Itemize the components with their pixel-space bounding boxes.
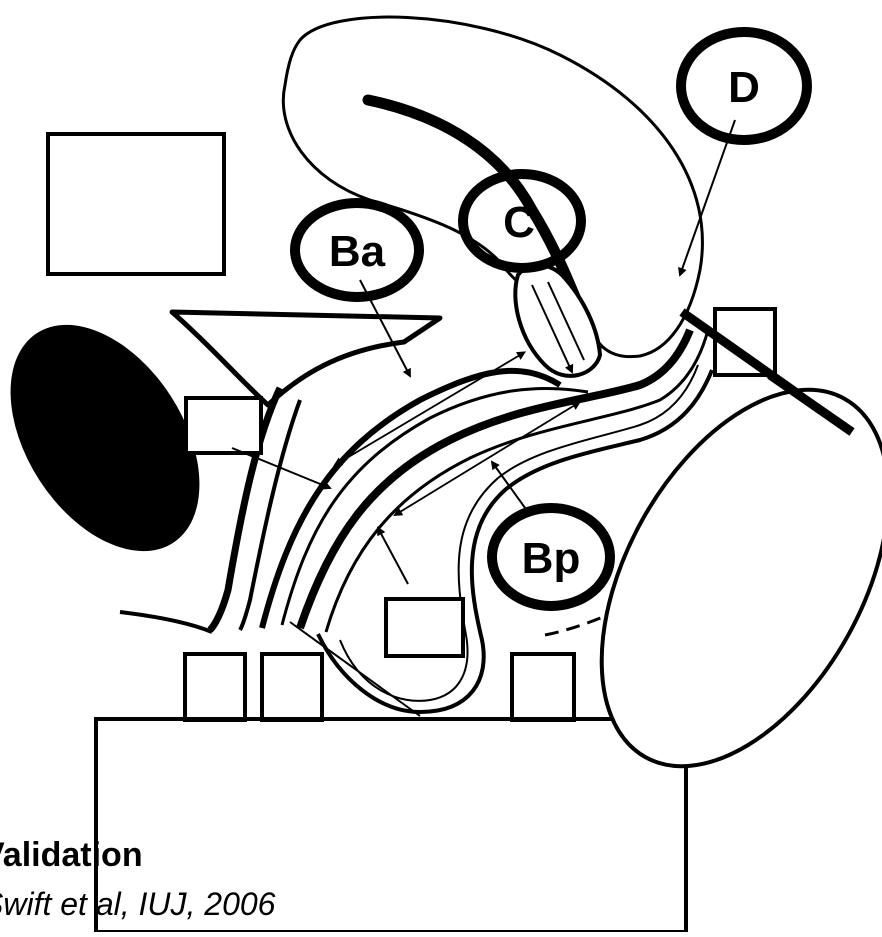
label-c: C — [503, 198, 535, 247]
bp-arrow — [490, 460, 529, 513]
caption-title: Validation — [0, 836, 143, 874]
blank-box-bottom-3 — [510, 652, 576, 722]
label-bp: Bp — [522, 534, 581, 583]
ba-arrow — [359, 279, 411, 378]
blank-box-left — [184, 396, 263, 455]
pubic-bone — [10, 324, 200, 552]
perineal-dashed-line — [544, 598, 641, 637]
rectum-inner — [339, 364, 699, 702]
canal-arrow-2 — [393, 401, 581, 517]
blank-box-top-left — [46, 132, 226, 276]
anterior-wall-outer — [207, 386, 284, 633]
d-arrow — [678, 119, 736, 277]
label-circle-ba — [290, 198, 424, 302]
label-circle-d — [676, 27, 812, 145]
label-ba: Ba — [329, 227, 386, 276]
rectum-outline — [316, 369, 714, 715]
caption-citation: Swift et al, IUJ, 2006 — [0, 886, 276, 922]
right-ellipse — [599, 387, 882, 769]
blank-box-bottom-1 — [183, 652, 247, 722]
label-circle-c — [458, 169, 586, 273]
urethra-floor — [119, 610, 213, 634]
right-box-line-over — [767, 371, 855, 436]
center-box-arrow — [377, 526, 409, 585]
cervix-arrow-2 — [547, 281, 585, 361]
bottom-box-line — [289, 621, 421, 717]
cervix-arrow-1 — [531, 284, 574, 374]
blank-box-right — [713, 307, 777, 377]
left-box-arrow — [231, 447, 332, 490]
label-circle-bp — [487, 503, 615, 611]
label-d: D — [728, 63, 760, 112]
blank-box-bottom-2 — [260, 652, 324, 722]
blank-box-center — [384, 597, 465, 658]
uterus-outline — [281, 15, 704, 359]
anterior-wall-inner — [238, 399, 302, 632]
